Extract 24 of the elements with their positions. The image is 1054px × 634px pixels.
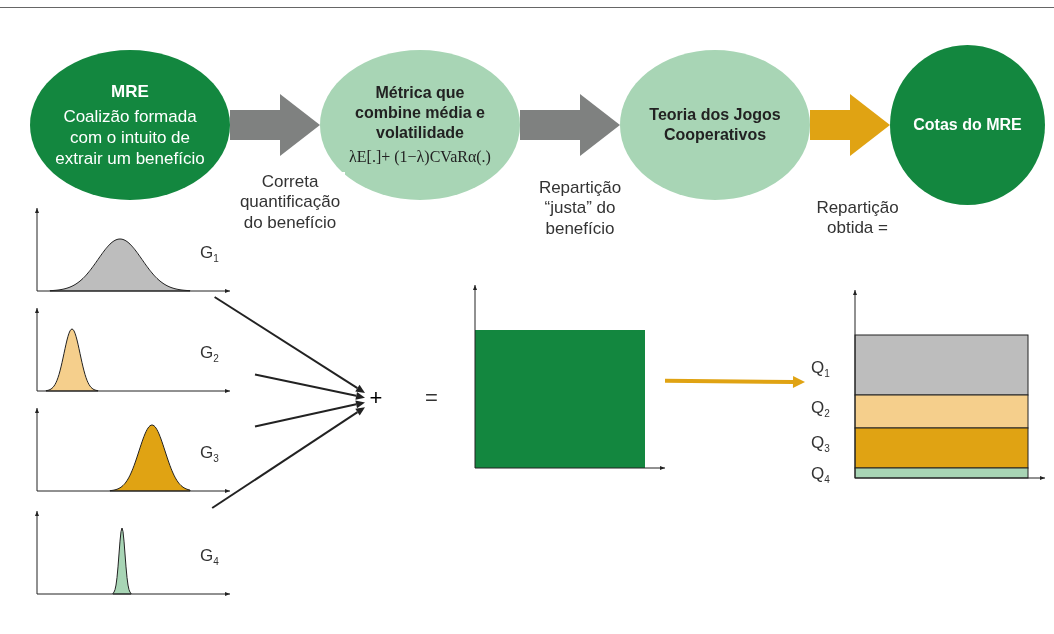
node-text: Cotas do MRE: [913, 115, 1022, 135]
series-label: Q$_{1}$: [811, 358, 830, 380]
arrow: [211, 407, 365, 509]
block-arrow: [230, 94, 320, 156]
arrow: [664, 375, 805, 388]
node-text: Coalizão formada com o intuito de extrair um benefício: [54, 105, 206, 170]
node-text: λE[.]+ (1−λ)CVaRα(.): [349, 147, 491, 167]
series-label: G$_{1}$: [200, 243, 219, 265]
block-arrow: [520, 94, 620, 156]
node-title: MRE: [111, 80, 149, 102]
arrow: [254, 373, 365, 400]
series-label: Q$_{2}$: [811, 398, 830, 420]
series-label: Q$_{4}$: [811, 464, 830, 486]
series-label: G$_{3}$: [200, 443, 219, 465]
circle-node: [30, 50, 230, 200]
series-label: Q$_{3}$: [811, 433, 830, 455]
node-text: Teoria dos Jogos Cooperativos: [648, 105, 782, 145]
arrow: [254, 400, 365, 428]
series-label: G$_{4}$: [200, 546, 219, 568]
ellipse-node: [620, 50, 810, 200]
block-arrow: [810, 94, 890, 156]
arrow: [213, 296, 365, 393]
series-label: G$_{2}$: [200, 343, 219, 365]
plus-sign: +: [368, 385, 384, 411]
